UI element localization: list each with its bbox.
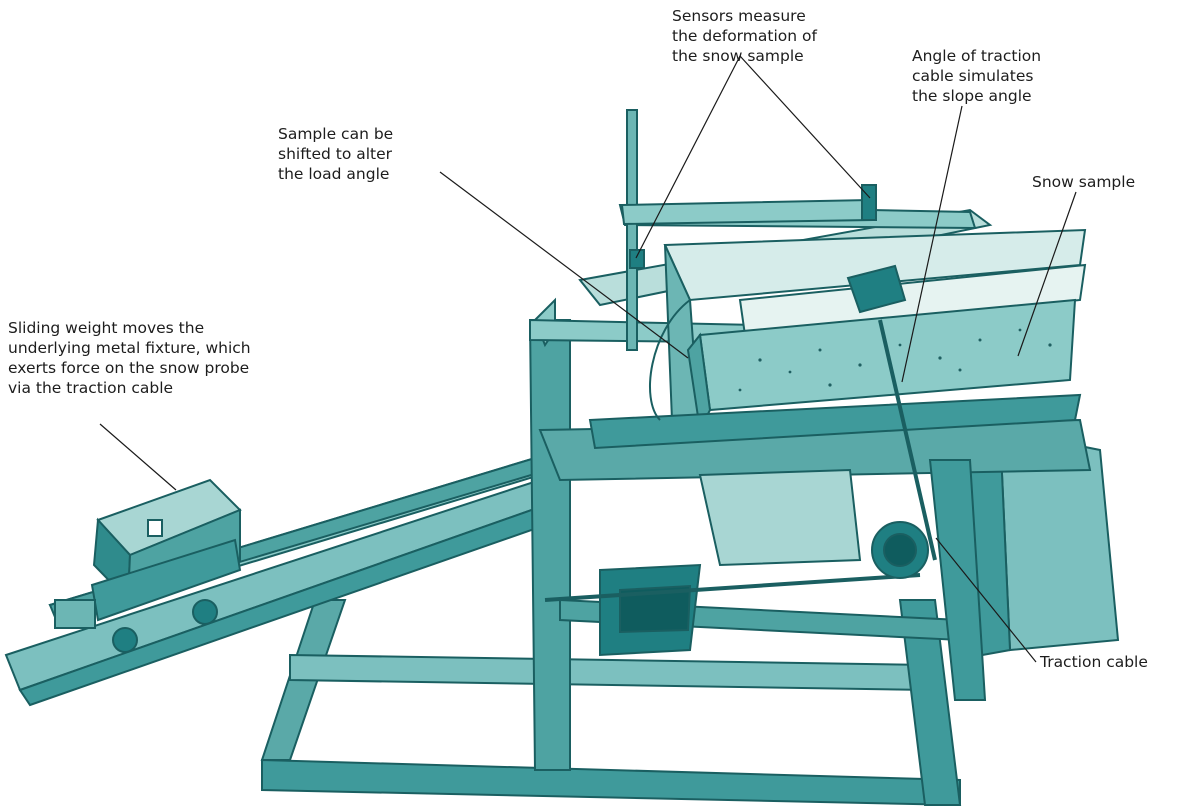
leader-shifted bbox=[439, 171, 689, 359]
base-frame bbox=[260, 599, 962, 807]
traction-cable-assembly bbox=[649, 264, 937, 579]
leader-lines bbox=[99, 55, 1077, 663]
leader-angle bbox=[901, 105, 963, 383]
sliding-weight bbox=[54, 478, 242, 653]
leader-sensors-b bbox=[739, 55, 871, 199]
leader-sliding-weight bbox=[99, 423, 177, 491]
leader-sensors-a bbox=[635, 55, 741, 259]
label-sensors: Sensors measure the deformation of the s… bbox=[672, 7, 817, 65]
label-traction-cable: Traction cable bbox=[1040, 653, 1148, 671]
leader-snow-sample bbox=[1017, 191, 1077, 357]
label-cable-angle: Angle of traction cable simulates the sl… bbox=[912, 47, 1042, 105]
top-platform bbox=[578, 203, 1087, 450]
snow-texture bbox=[738, 328, 1052, 392]
label-sliding-weight: Sliding weight moves the underlying meta… bbox=[8, 319, 251, 397]
label-sample-shift: Sample can be shifted to alter the load … bbox=[278, 125, 394, 183]
label-snow-sample: Snow sample bbox=[1032, 173, 1136, 191]
leader-traction-cable bbox=[935, 537, 1037, 663]
